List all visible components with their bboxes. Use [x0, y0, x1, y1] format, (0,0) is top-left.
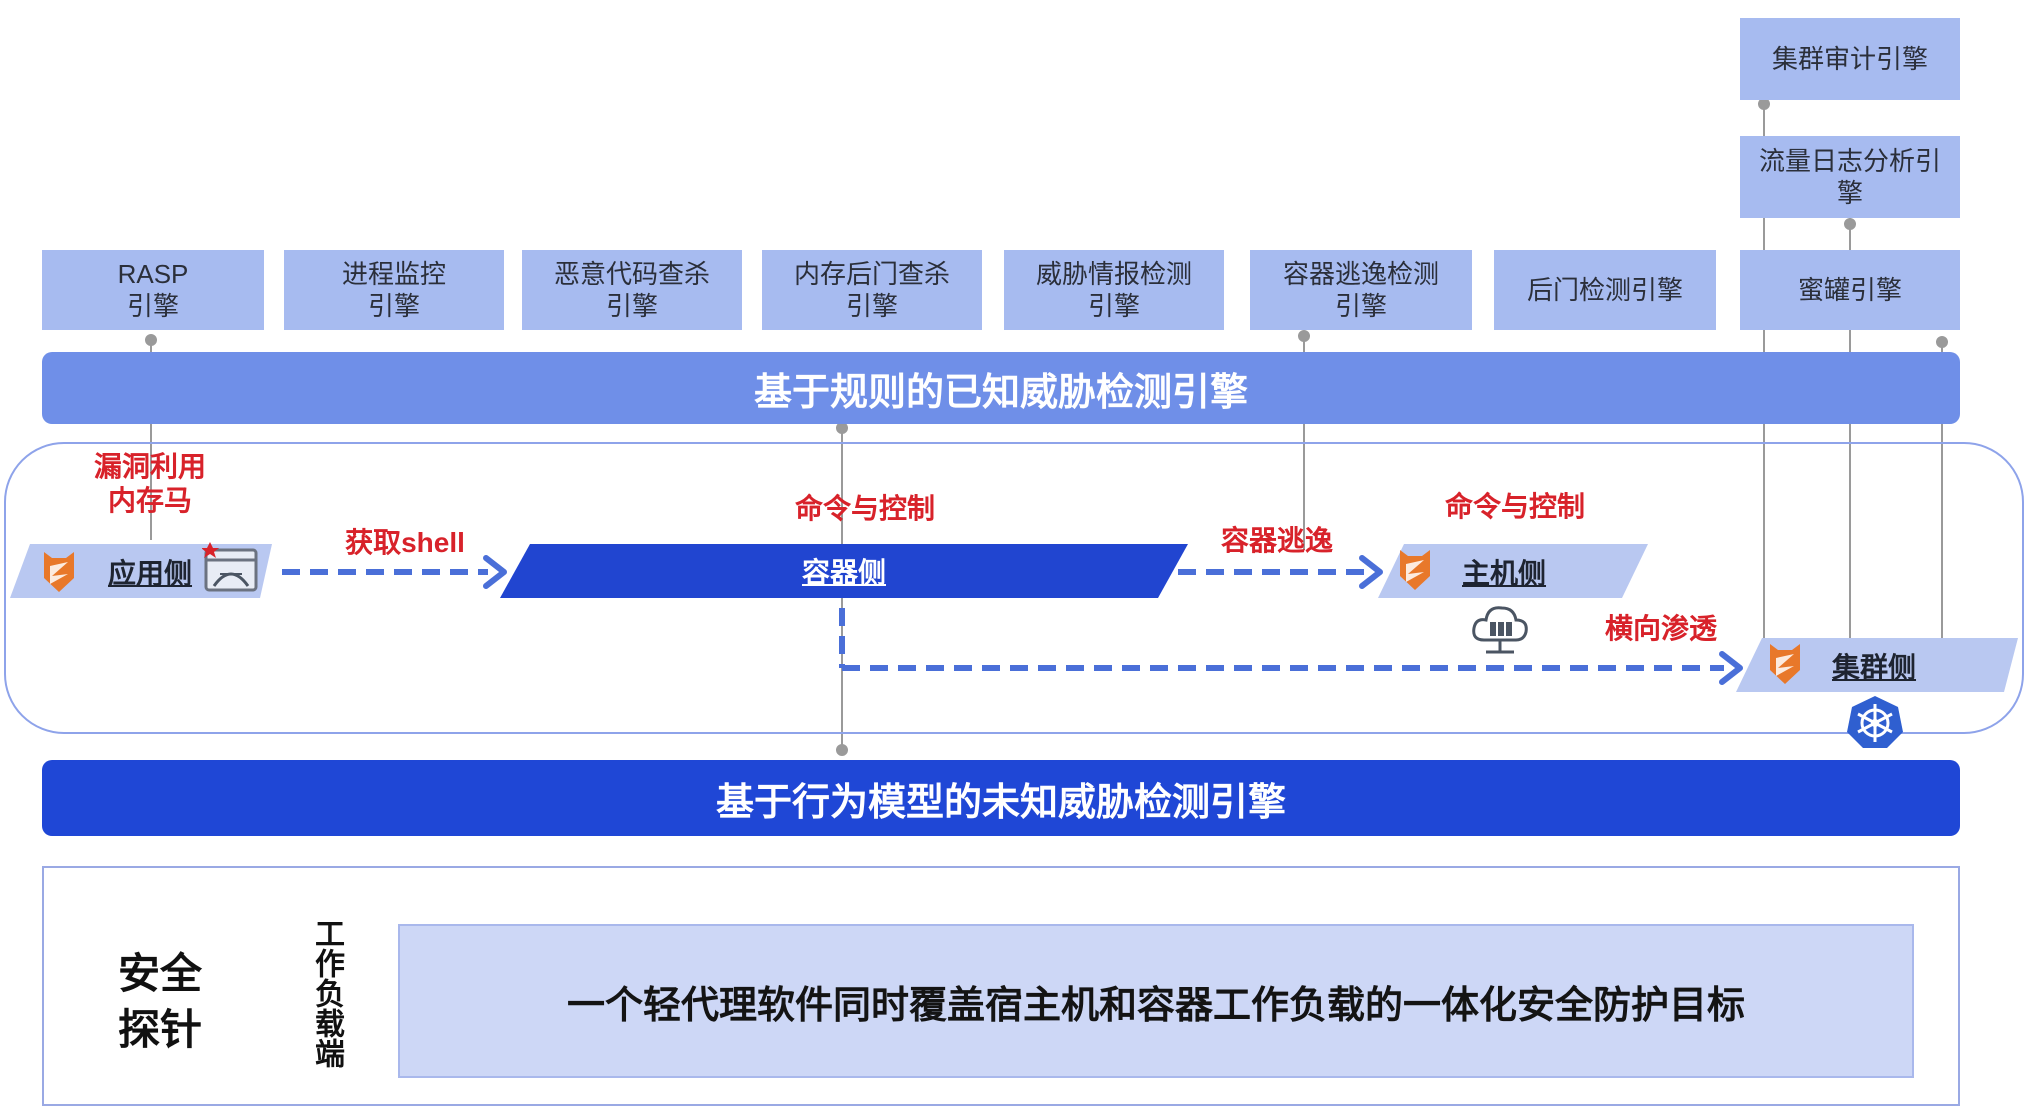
container-side-banner: 容器侧 — [500, 544, 1188, 598]
attack-scenario-panel — [4, 442, 2024, 734]
engine-backdoor-detection: 后门检测引擎 — [1494, 250, 1716, 330]
workload-label: 工作负载端 — [310, 918, 343, 1068]
host-side-label: 主机侧 — [1462, 558, 1547, 589]
engine-honeypot: 蜜罐引擎 — [1740, 250, 1960, 330]
rule-based-engine-bar: 基于规则的已知威胁检测引擎 — [42, 352, 1960, 424]
behavior-based-engine-bar: 基于行为模型的未知威胁检测引擎 — [42, 760, 1960, 836]
label-get-shell: 获取shell — [345, 527, 465, 558]
probe-section-frame — [42, 866, 1960, 1106]
app-side-label: 应用侧 — [108, 558, 193, 589]
engine-process-monitor: 进程监控 引擎 — [284, 250, 504, 330]
web-app-icon — [202, 542, 258, 592]
engine-cluster-audit: 集群审计引擎 — [1740, 18, 1960, 100]
cluster-side-label: 集群侧 — [1832, 652, 1917, 683]
security-dog-logo-icon — [44, 552, 74, 592]
kubernetes-icon — [1847, 696, 1903, 748]
label-c2-container: 命令与控制 — [794, 493, 935, 524]
engine-malware-scan: 恶意代码查杀 引擎 — [522, 250, 742, 330]
security-dog-logo-icon — [1770, 644, 1800, 684]
label-memshell: 漏洞利用 内存马 — [93, 451, 206, 516]
container-side-label: 容器侧 — [801, 557, 886, 588]
engine-container-escape: 容器逃逸检测 引擎 — [1250, 250, 1472, 330]
label-lateral-movement: 横向渗透 — [1604, 613, 1717, 644]
engine-threat-intel: 威胁情报检测 引擎 — [1004, 250, 1224, 330]
label-container-escape: 容器逃逸 — [1220, 525, 1333, 556]
security-dog-logo-icon — [1400, 550, 1430, 590]
engine-rasp: RASP 引擎 — [42, 250, 264, 330]
engine-memory-backdoor: 内存后门查杀 引擎 — [762, 250, 982, 330]
probe-slogan: 一个轻代理软件同时覆盖宿主机和容器工作负载的一体化安全防护目标 — [398, 924, 1914, 1078]
probe-title: 安全 探针 — [117, 950, 202, 1053]
engine-traffic-log: 流量日志分析引擎 — [1740, 136, 1960, 218]
cloud-server-icon — [1472, 606, 1528, 654]
label-c2-host: 命令与控制 — [1444, 491, 1585, 522]
